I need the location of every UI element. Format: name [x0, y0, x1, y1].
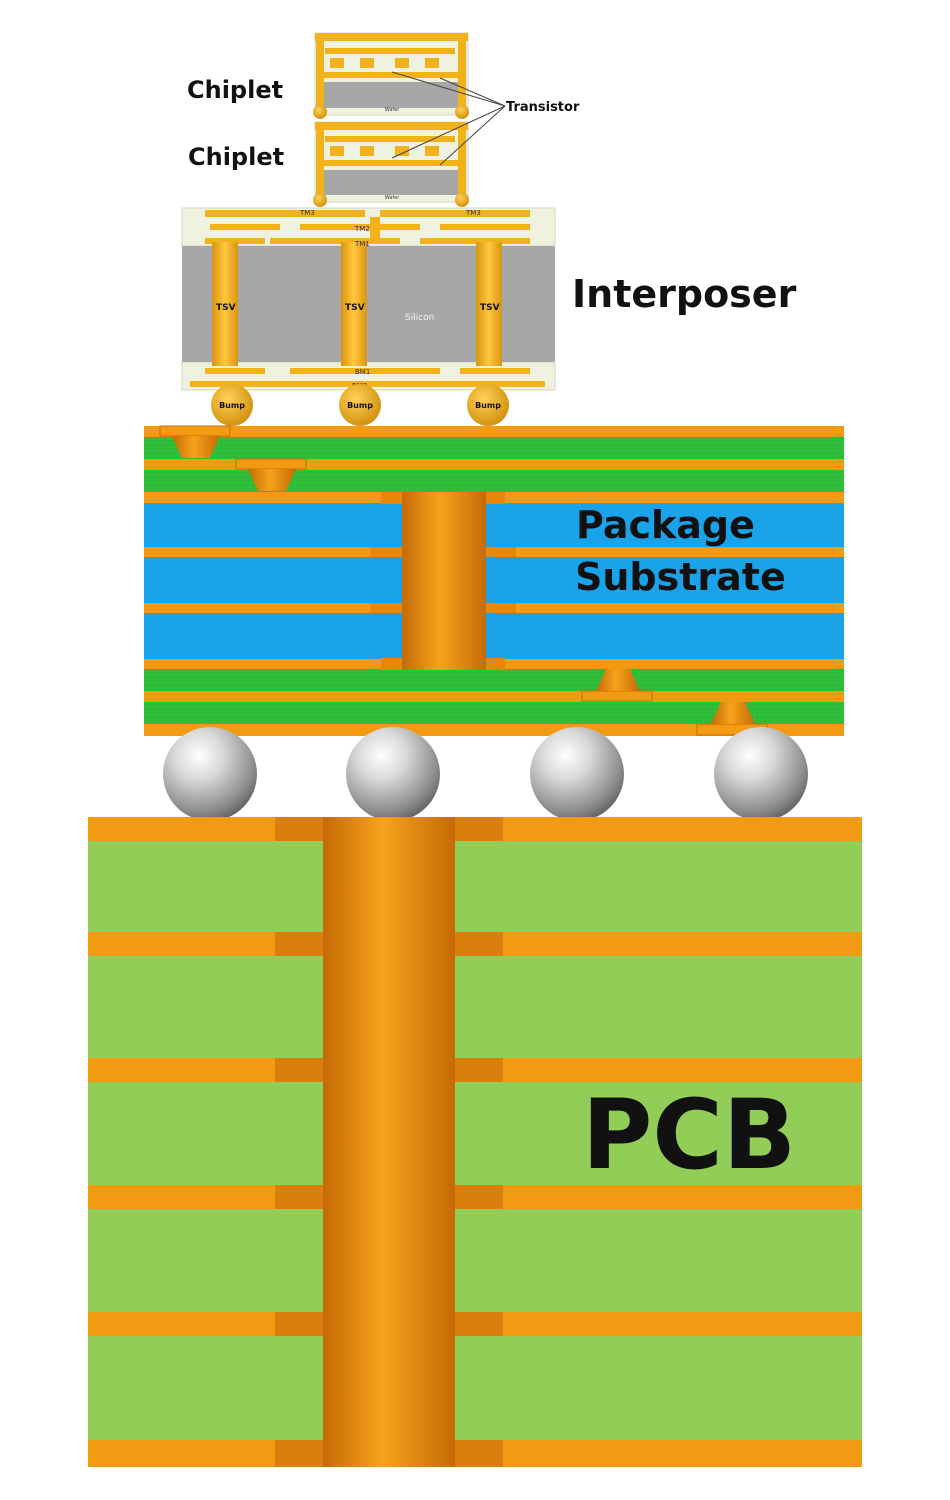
package-substrate [144, 425, 844, 736]
interposer-bump-right [467, 384, 509, 426]
chiplet-bump-left [313, 105, 327, 119]
tm2-label: TM2 [354, 225, 370, 233]
solder-ball-2 [346, 727, 440, 821]
pcb-through-via [323, 817, 455, 1467]
chiplet-bump-right [455, 105, 469, 119]
chiplet-wafer-label: Wafer [385, 107, 401, 113]
interposer: TM3 TM3 TM2 TM1 TSV TSV TSV Silicon BM1 … [181, 207, 556, 426]
interposer-label: Interposer [572, 272, 797, 316]
pcb-label: PCB [582, 1079, 796, 1191]
chiplet-label-bottom: Chiplet [188, 143, 284, 171]
bump-label-right: Bump [475, 401, 501, 410]
interposer-bump-left [211, 384, 253, 426]
tsv-left [212, 242, 238, 366]
tsv-label-left: TSV [216, 303, 236, 313]
solder-ball-1 [163, 727, 257, 821]
transistor-label: Transistor [506, 100, 580, 115]
tm3-label: TM3 [299, 209, 315, 217]
chiplet-bottom: Wafer [313, 121, 469, 207]
bump-label-middle: Bump [347, 401, 373, 410]
tsv-middle [341, 242, 367, 366]
tsv-label-middle: TSV [345, 303, 365, 313]
silicon-label: Silicon [405, 313, 434, 323]
package-label-line2: Substrate [575, 555, 786, 599]
tm1-label: TM1 [354, 240, 370, 248]
chiplet-top: Wafer [313, 32, 469, 119]
substrate-core-via [402, 492, 486, 670]
solder-ball-4 [714, 727, 808, 821]
tsv-label-right: TSV [480, 303, 500, 313]
chiplet-label-top: Chiplet [187, 76, 283, 104]
chiplet-bump-left-2 [313, 193, 327, 207]
pcb [88, 817, 862, 1467]
package-label-line1: Package [576, 503, 755, 547]
bm1-label: BM1 [355, 368, 370, 376]
tm3-label-2: TM3 [465, 209, 481, 217]
chiplet-wafer-label-2: Wafer [385, 195, 401, 201]
bump-label-left: Bump [219, 401, 245, 410]
tsv-right [476, 242, 502, 366]
solder-balls [163, 727, 808, 821]
transistor-callout: Transistor [391, 71, 580, 166]
solder-ball-3 [530, 727, 624, 821]
chiplet-bump-right-2 [455, 193, 469, 207]
interposer-bump-middle [339, 384, 381, 426]
